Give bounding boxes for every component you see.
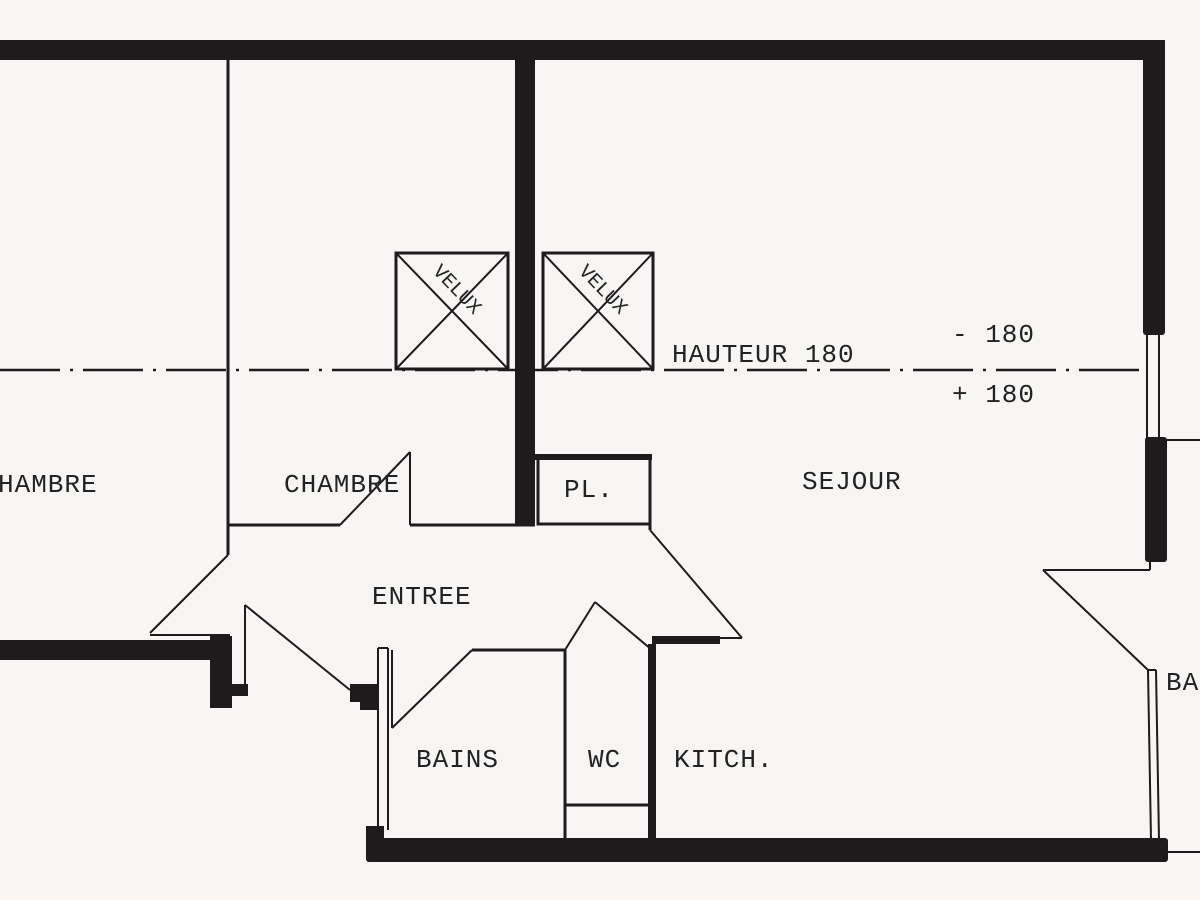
room-label-placard: PL. <box>564 475 614 505</box>
wall-right-middle <box>1145 437 1167 562</box>
velux-skylight-2: VELUX <box>541 251 655 371</box>
balcony-door-swing <box>1042 569 1150 671</box>
room-label-entree: ENTREE <box>372 582 472 612</box>
bains-door-swing <box>391 649 473 729</box>
height-above-label: - 180 <box>952 320 1035 350</box>
height-label: HAUTEUR 180 <box>672 340 855 370</box>
velux-label-2: VELUX <box>573 261 631 320</box>
wall-bottom <box>366 838 1168 862</box>
entrance-door-swing <box>244 604 351 691</box>
wall-central <box>515 60 535 525</box>
wall-top <box>0 40 1165 60</box>
wall-bedroom-left-bottom <box>0 640 232 660</box>
room-label-chambre-2: CHAMBRE <box>284 470 400 500</box>
wc-door-swing <box>564 601 653 651</box>
velux-label-1: VELUX <box>427 261 485 320</box>
room-label-wc: WC <box>588 745 621 775</box>
room-label-kitchenette: KITCH. <box>674 745 774 775</box>
room-label-bains: BAINS <box>416 745 499 775</box>
door-chambre-swing <box>339 451 411 526</box>
window-right-lower <box>1147 669 1160 841</box>
room-label-sejour: SEJOUR <box>802 467 902 497</box>
wall-wc-kitchen <box>648 644 656 840</box>
wall-right-upper <box>1143 40 1165 335</box>
height-below-label: + 180 <box>952 380 1035 410</box>
window-right-upper <box>1146 335 1160 440</box>
velux-skylight-1: VELUX <box>394 251 510 371</box>
room-label-balcon: BA <box>1166 668 1199 698</box>
entrance-wall-stub <box>350 684 378 702</box>
room-label-chambre-1: HAMBRE <box>0 470 98 500</box>
